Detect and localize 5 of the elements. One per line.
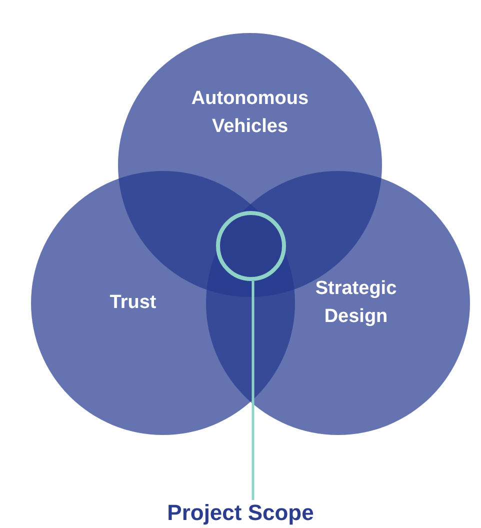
circle-label: Autonomous Vehicles (190, 87, 310, 139)
leader-line (252, 281, 254, 500)
circle-label: Trust (108, 291, 158, 315)
circle-label: Strategic Design (314, 277, 398, 329)
scope-label: Project Scope (167, 500, 314, 525)
